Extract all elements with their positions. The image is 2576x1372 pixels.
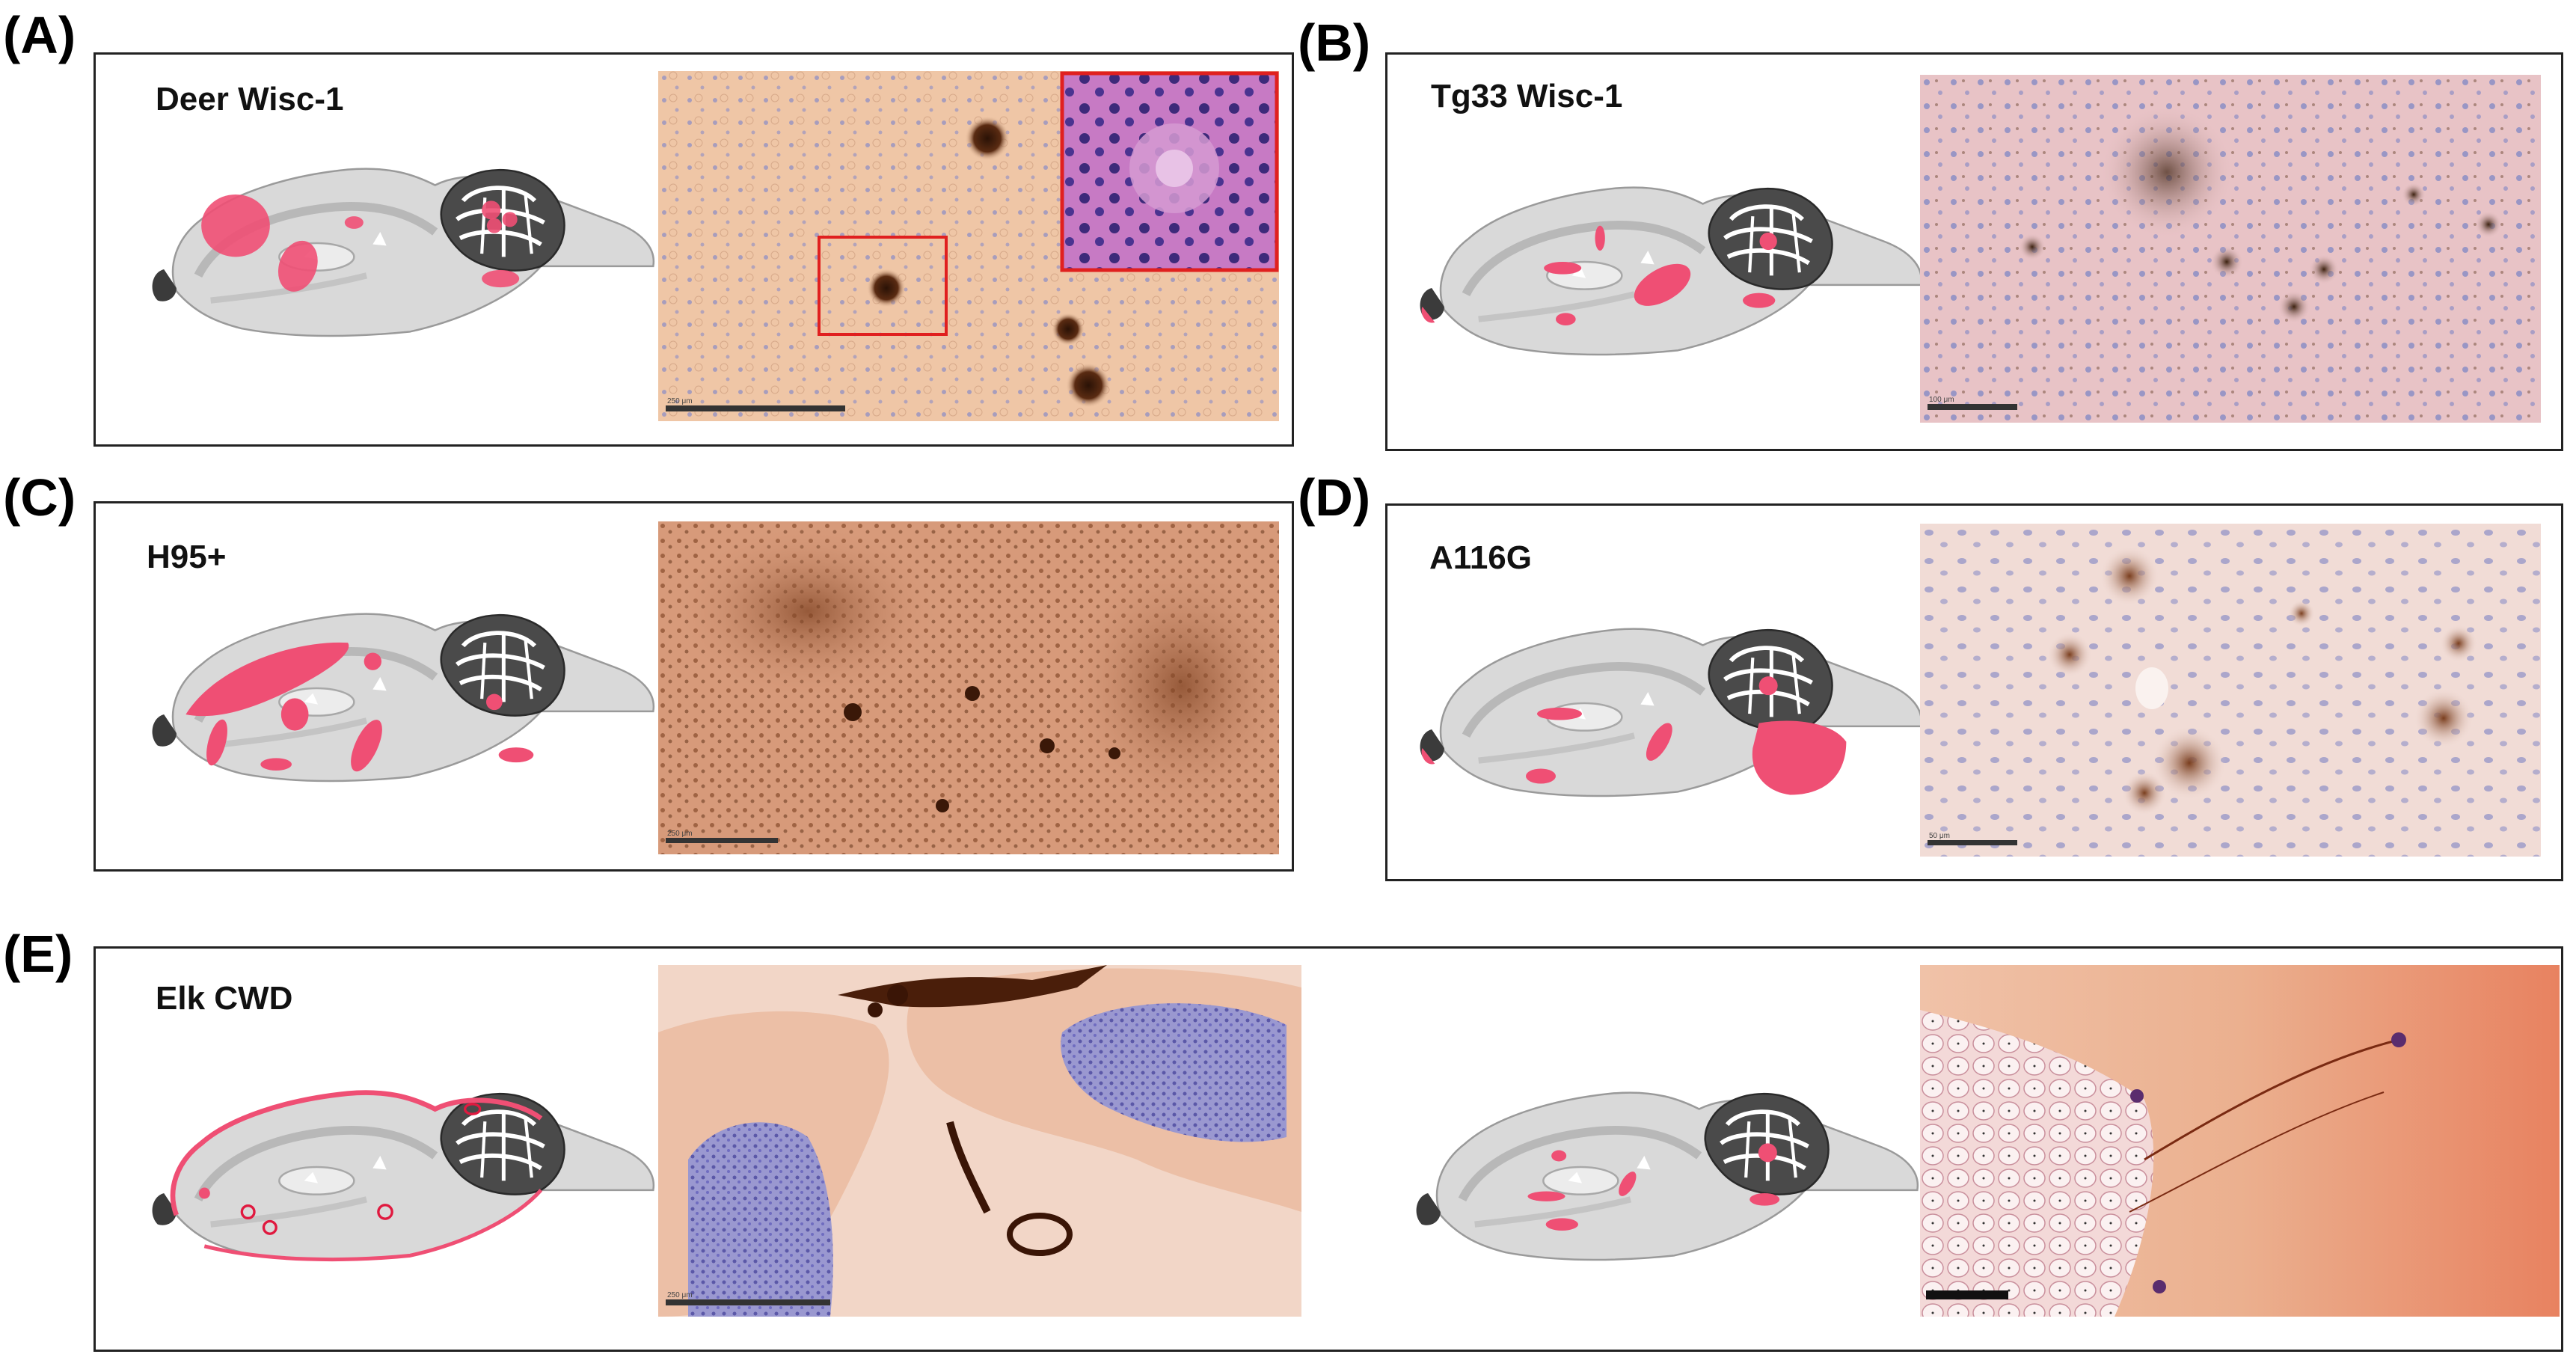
panel-label-b: (B) [1298,13,1371,72]
brain-schematic-a [142,131,666,370]
panel-d-title: A116G [1429,539,1532,576]
scale-bar-label-a: 250 μm [667,397,693,405]
brain-schematic-e-left [142,1055,666,1294]
panel-label-d: (D) [1298,468,1371,527]
micrograph-b: 100 μm [1920,75,2541,423]
scale-bar-label-c: 250 μm [667,830,693,838]
micrograph-e-cerebellum: 250 μm [658,965,1301,1317]
scale-bar-label-b: 100 μm [1929,396,1954,404]
panel-label-c: (C) [3,468,76,527]
brain-schematic-d [1410,591,1933,830]
brain-schematic-c [142,576,666,815]
brain-schematic-b [1410,150,1933,389]
micrograph-d: 50 μm [1920,524,2541,857]
panel-e-title: Elk CWD [156,980,293,1017]
panel-b-title: Tg33 Wisc-1 [1431,78,1623,114]
panel-label-e: (E) [3,925,73,983]
scale-bar-label-e: 250 μm [667,1291,693,1299]
brain-schematic-e-right [1406,1055,1930,1294]
micrograph-c: 250 μm [658,521,1279,854]
scale-bar-label-d: 50 μm [1929,832,1950,840]
panel-c-title: H95+ [147,539,227,575]
micrograph-e-right [1920,965,2560,1317]
panel-label-a: (A) [3,6,76,64]
panel-a-title: Deer Wisc-1 [156,81,344,117]
micrograph-a: 250 μm [658,71,1279,421]
